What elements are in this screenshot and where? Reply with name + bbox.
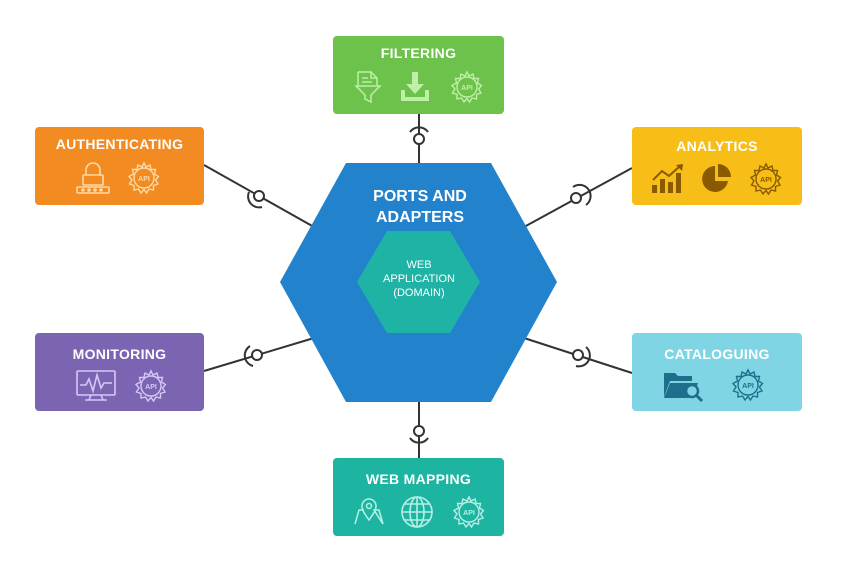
api-gear-icon: API <box>134 369 167 403</box>
api-gear-icon: API <box>452 495 485 529</box>
cataloguing-adapter: CATALOGUING API <box>632 333 802 411</box>
svg-text:API: API <box>145 384 157 391</box>
api-gear-icon: API <box>127 161 160 195</box>
svg-text:API: API <box>463 510 475 517</box>
authenticating-title: AUTHENTICATING <box>55 136 184 152</box>
map-pin-icon <box>354 498 384 525</box>
filter-document-icon <box>354 71 382 104</box>
web-mapping-title: WEB MAPPING <box>365 471 472 487</box>
svg-text:API: API <box>461 85 473 92</box>
svg-text:API: API <box>760 177 772 184</box>
monitoring-title: MONITORING <box>72 346 167 362</box>
analytics-adapter: ANALYTICS API <box>632 127 802 205</box>
filtering-adapter: FILTERING API <box>333 36 504 114</box>
socket-monitoring <box>243 345 263 367</box>
folder-search-icon <box>664 373 704 403</box>
download-icon <box>401 72 429 101</box>
analytics-title: ANALYTICS <box>676 138 758 154</box>
cataloguing-title: CATALOGUING <box>664 346 770 362</box>
globe-icon <box>401 496 433 528</box>
domain-title: WEB APPLICATION (DOMAIN) <box>383 259 455 299</box>
web-mapping-adapter: WEB MAPPING API <box>333 458 504 536</box>
svg-text:API: API <box>138 176 150 183</box>
monitoring-adapter: MONITORING API <box>35 333 204 411</box>
svg-text:API: API <box>742 383 754 390</box>
api-gear-icon: API <box>450 70 483 104</box>
socket-web-mapping <box>409 425 429 444</box>
monitor-pulse-icon <box>76 370 116 401</box>
pie-chart-icon <box>702 164 731 192</box>
authenticating-adapter: AUTHENTICATING API <box>35 127 204 205</box>
api-gear-icon: API <box>731 368 764 402</box>
socket-analytics <box>570 183 592 206</box>
domain-hexagon <box>357 231 480 333</box>
port-sockets <box>243 126 592 444</box>
filtering-title: FILTERING <box>380 45 457 61</box>
socket-cataloguing <box>572 346 591 368</box>
ports-adapters-title: PORTS AND ADAPTERS <box>373 188 467 226</box>
lock-password-icon <box>76 162 110 194</box>
api-gear-icon: API <box>749 162 782 196</box>
socket-authenticating <box>247 190 265 209</box>
bar-chart-trend-icon <box>652 164 683 193</box>
socket-filtering <box>409 126 429 145</box>
